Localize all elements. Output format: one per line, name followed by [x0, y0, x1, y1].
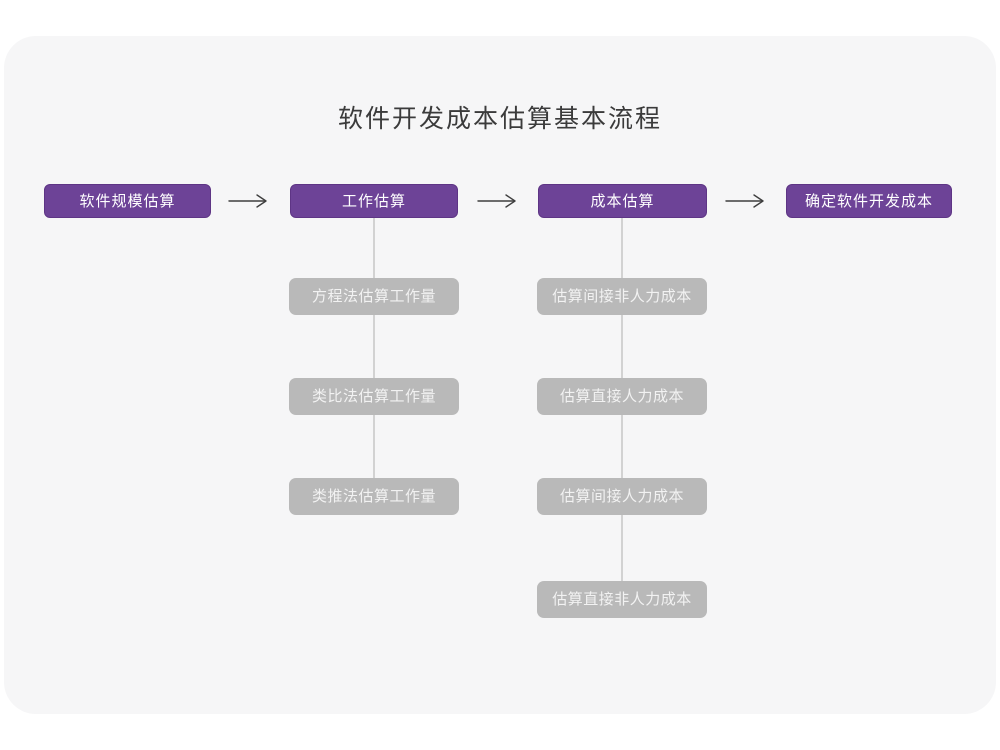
right-arrow-icon — [477, 193, 519, 209]
substep-equation-method: 方程法估算工作量 — [289, 278, 459, 315]
right-arrow-icon — [725, 193, 767, 209]
stage-node-cost-estimation: 成本估算 — [538, 184, 707, 218]
stage-node-determine-dev-cost: 确定软件开发成本 — [786, 184, 952, 218]
right-arrow-icon — [228, 193, 270, 209]
substep-indirect-labor-cost: 估算间接人力成本 — [537, 478, 707, 515]
substep-direct-labor-cost: 估算直接人力成本 — [537, 378, 707, 415]
substep-direct-nonlabor-cost: 估算直接非人力成本 — [537, 581, 707, 618]
connector-line-work-estimation — [373, 218, 375, 482]
substep-extrapolation-method: 类推法估算工作量 — [289, 478, 459, 515]
substep-analogy-method: 类比法估算工作量 — [289, 378, 459, 415]
diagram-title: 软件开发成本估算基本流程 — [337, 105, 662, 133]
diagram-canvas — [4, 36, 996, 714]
stage-node-software-scale-estimation: 软件规模估算 — [44, 184, 211, 218]
substep-indirect-nonlabor-cost: 估算间接非人力成本 — [537, 278, 707, 315]
stage-node-work-estimation: 工作估算 — [290, 184, 458, 218]
